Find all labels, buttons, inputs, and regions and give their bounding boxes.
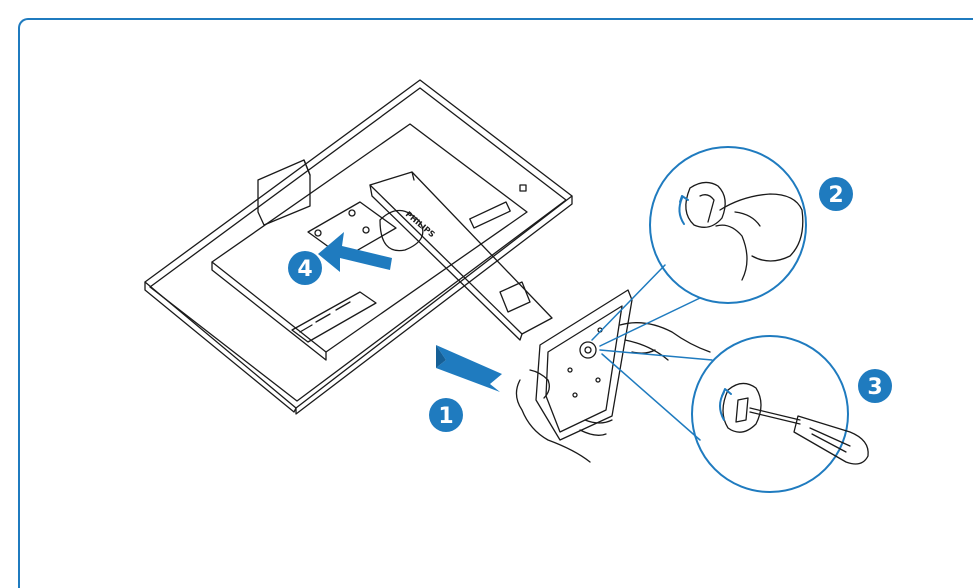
- diagram-frame: [18, 18, 973, 588]
- hands-illustration: [515, 322, 711, 463]
- svg-text:2: 2: [828, 183, 843, 208]
- zoom-detail-3: [599, 335, 869, 493]
- step-badge-1: 1: [429, 398, 463, 432]
- zoom-detail-2: [591, 146, 807, 347]
- svg-text:1: 1: [438, 404, 453, 429]
- direction-arrow-1: [436, 345, 502, 392]
- step-badge-3: 3: [858, 369, 892, 403]
- step-badge-2: 2: [819, 177, 853, 211]
- monitor-back-housing: [211, 123, 528, 353]
- svg-text:4: 4: [297, 257, 312, 282]
- screwdriver-icon: [749, 407, 869, 465]
- direction-arrow-4: [318, 232, 392, 272]
- monitor-illustration: [144, 79, 573, 415]
- stand-base-illustration: [535, 289, 633, 441]
- stand-neck-illustration: PHILIPS: [369, 171, 553, 341]
- step-badge-4: 4: [288, 251, 322, 285]
- svg-text:3: 3: [867, 375, 882, 400]
